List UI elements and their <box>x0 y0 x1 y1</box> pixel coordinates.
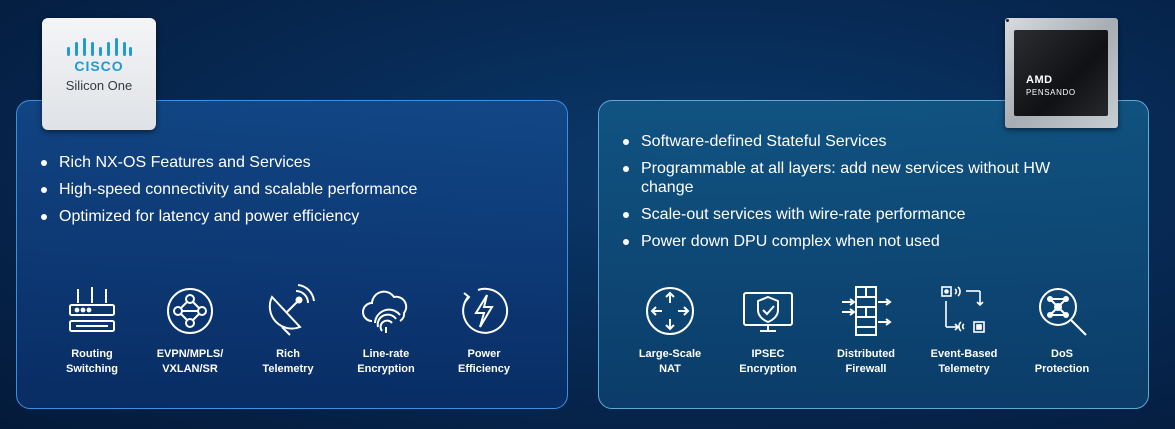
pensando-feature-bullets: Software-defined Stateful Services Progr… <box>621 132 1061 259</box>
feature-label: EVPN/MPLS/ VXLAN/SR <box>156 348 224 375</box>
firewall-icon <box>842 286 892 336</box>
feature-tile-routing-switching: Routing Switching <box>43 283 141 377</box>
cisco-feature-icons: Routing Switching EVPN/MPLS/ VXLAN/SR <box>43 283 533 377</box>
feature-label: Distributed Firewall <box>836 348 896 375</box>
feature-label: Routing Switching <box>66 348 118 375</box>
feature-tile-dos: DoS Protection <box>1013 283 1111 377</box>
cisco-wordmark: CISCO <box>74 58 124 74</box>
amd-pensando-panel: Software-defined Stateful Services Progr… <box>598 100 1149 409</box>
chip-corner-marker <box>1006 19 1009 22</box>
amd-wordmark: AMD <box>1026 74 1053 86</box>
cisco-feature-bullets: Rich NX-OS Features and Services High-sp… <box>39 153 559 234</box>
feature-tile-nat: Large-Scale NAT <box>621 283 719 377</box>
feature-label: DoS Protection <box>1034 348 1090 375</box>
event-flow-icon <box>941 286 985 333</box>
feature-tile-power: Power Efficiency <box>435 283 533 377</box>
feature-label: Line-rate Encryption <box>357 348 415 375</box>
feature-tile-event-telemetry: Event-Based Telemetry <box>915 283 1013 377</box>
feature-label: IPSEC Encryption <box>739 348 797 375</box>
bullet-item: Software-defined Stateful Services <box>621 132 1061 151</box>
feature-tile-telemetry: Rich Telemetry <box>239 283 337 377</box>
bullet-item: Scale-out services with wire-rate perfor… <box>621 205 1061 224</box>
feature-tile-ipsec: IPSEC Encryption <box>719 283 817 377</box>
feature-label: Power Efficiency <box>458 348 510 375</box>
router-icon <box>69 287 115 332</box>
bullet-item: High-speed connectivity and scalable per… <box>39 180 559 199</box>
feature-label: Large-Scale NAT <box>638 348 702 375</box>
feature-label: Rich Telemetry <box>262 348 314 375</box>
shield-monitor-icon <box>743 292 793 332</box>
bullet-item: Programmable at all layers: add new serv… <box>621 159 1061 197</box>
dpu-chip-image: AMD PENSANDO <box>1014 30 1108 116</box>
silicon-one-wordmark: Silicon One <box>65 78 133 93</box>
bullet-item: Power down DPU complex when not used <box>621 232 1061 251</box>
cisco-silicon-one-panel: Rich NX-OS Features and Services High-sp… <box>16 100 568 409</box>
amd-pensando-chip-logo: AMD PENSANDO <box>1005 18 1118 128</box>
network-hub-icon <box>167 288 213 334</box>
bullet-item: Optimized for latency and power efficien… <box>39 207 559 226</box>
cloud-fingerprint-icon <box>362 290 408 333</box>
cisco-bars-icon <box>67 38 132 56</box>
feature-tile-evpn: EVPN/MPLS/ VXLAN/SR <box>141 283 239 377</box>
pensando-feature-icons: Large-Scale NAT IPSEC Encryption <box>621 283 1111 377</box>
feature-tile-firewall: Distributed Firewall <box>817 283 915 377</box>
feature-label: Event-Based Telemetry <box>930 348 998 375</box>
satellite-dish-icon <box>268 284 315 336</box>
pensando-wordmark: PENSANDO <box>1026 88 1076 97</box>
cisco-silicon-one-logo: CISCO Silicon One <box>42 18 156 130</box>
feature-tile-encryption: Line-rate Encryption <box>337 283 435 377</box>
bullet-item: Rich NX-OS Features and Services <box>39 153 559 172</box>
dos-search-icon <box>1039 288 1087 336</box>
power-bolt-icon <box>462 287 509 334</box>
nat-arrows-icon <box>646 287 694 335</box>
